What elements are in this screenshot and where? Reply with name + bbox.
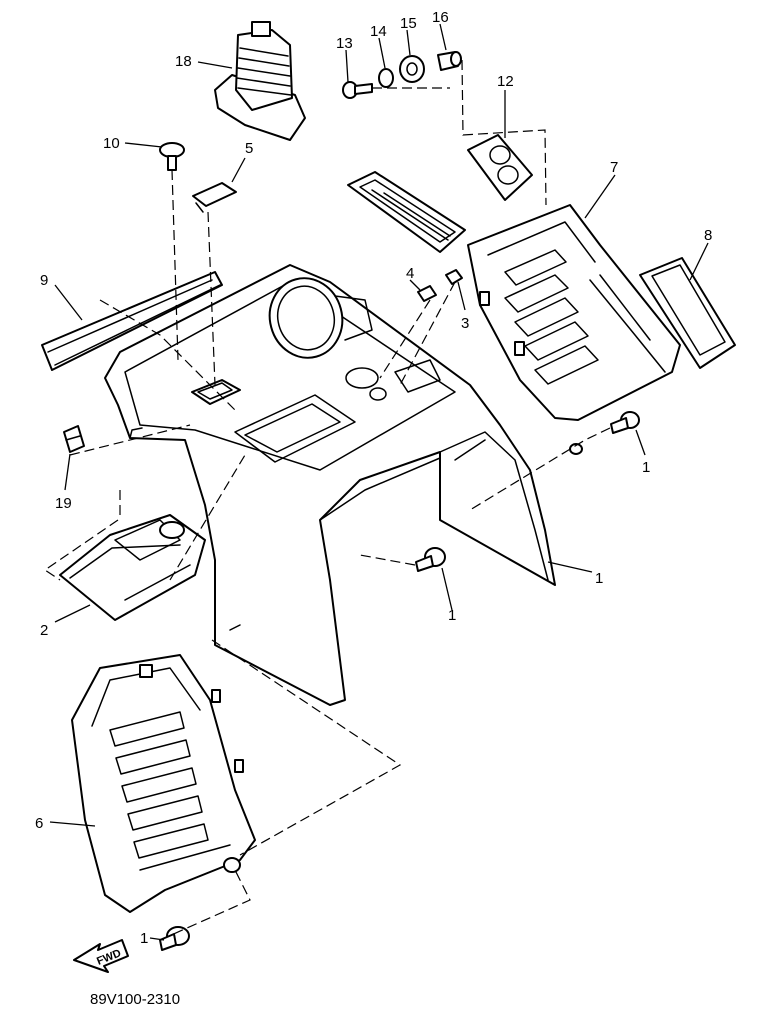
fastener-set-13-16	[342, 51, 462, 99]
callout-18: 18	[175, 53, 192, 70]
clip-part-4	[417, 285, 437, 302]
bolt-part-13	[342, 81, 373, 99]
bolt-left-cover	[159, 926, 190, 951]
callout-1-left-bolt: 1	[140, 930, 148, 947]
grommet-part-15	[399, 55, 425, 83]
shift-boot-part-18	[214, 21, 306, 141]
fwd-direction-arrow-icon: FWD	[73, 939, 129, 973]
right-side-cover-part-7	[467, 204, 681, 455]
mat-panel	[347, 171, 466, 253]
callout-14: 14	[370, 23, 387, 40]
callout-15: 15	[400, 15, 417, 32]
clip-part-5	[192, 182, 237, 213]
callout-16: 16	[432, 9, 449, 26]
callout-5: 5	[245, 140, 253, 157]
callout-8: 8	[704, 227, 712, 244]
callout-2: 2	[40, 622, 48, 639]
callout-19: 19	[55, 495, 72, 512]
bracket-part-12	[467, 134, 533, 201]
drawing-code: 89V100-2310	[90, 991, 180, 1008]
callout-7: 7	[610, 159, 618, 176]
callout-1-right-bolt: 1	[642, 459, 650, 476]
collar-part-16	[437, 51, 462, 71]
callout-3: 3	[461, 315, 469, 332]
bolt-center	[415, 547, 446, 572]
washer-part-14	[378, 68, 394, 88]
callout-labels: 18 10 5 13 14 15 16 12 7 8 9 4 3 19 2 6 …	[35, 9, 712, 947]
side-rail-part-9	[41, 271, 223, 371]
tray-part-2	[59, 514, 206, 621]
callout-12: 12	[497, 73, 514, 90]
callout-13: 13	[336, 35, 353, 52]
callout-1-body: 1	[595, 570, 603, 587]
callout-10: 10	[103, 135, 120, 152]
main-body-cover	[104, 264, 556, 706]
callout-1-center-bolt: 1	[448, 607, 456, 624]
leader-lines	[49, 23, 709, 941]
callout-4: 4	[406, 265, 414, 282]
screw-part-10	[159, 142, 185, 171]
callout-9: 9	[40, 272, 48, 289]
strip-part-8	[639, 257, 736, 369]
left-side-cover-part-6	[71, 654, 256, 913]
clip-part-19	[63, 425, 85, 453]
clip-part-3	[445, 269, 463, 285]
assembly-lines	[43, 59, 611, 941]
bolt-right-cover	[610, 411, 640, 434]
callout-6: 6	[35, 815, 43, 832]
